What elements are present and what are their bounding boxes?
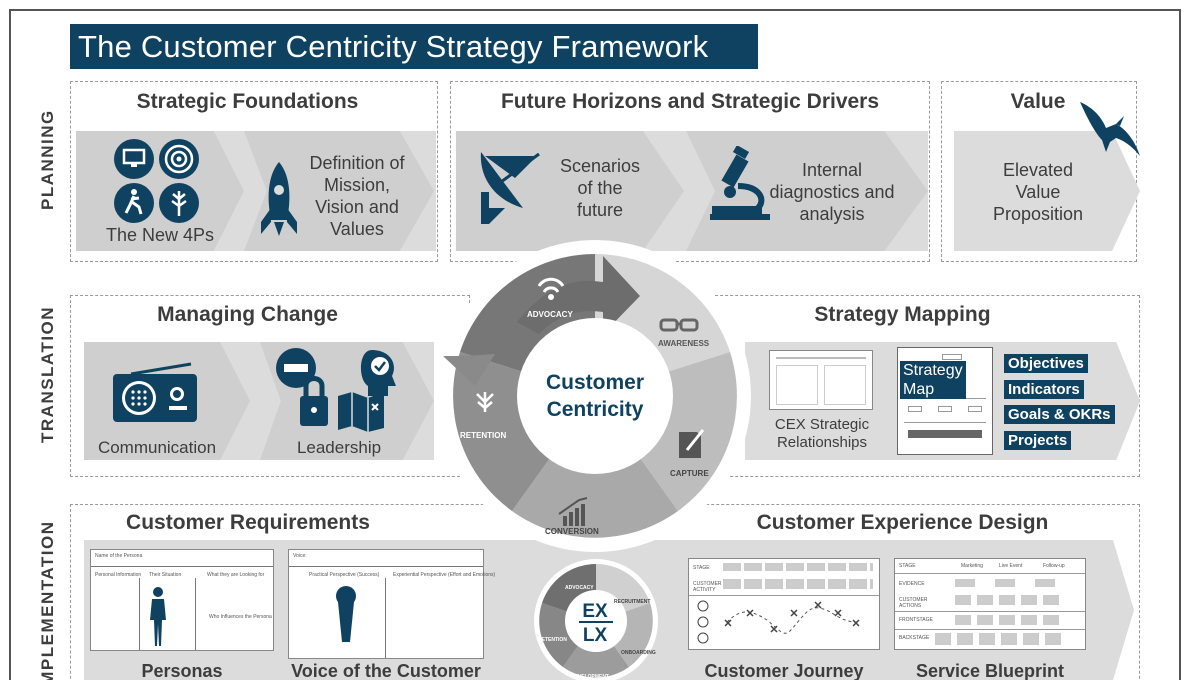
mission-label: Definition of Mission, Vision and Values	[309, 153, 405, 239]
customer-journey-label: Customer Journey	[704, 661, 864, 680]
microscope-icon	[710, 146, 770, 220]
new-4ps-arrow	[76, 131, 244, 251]
voice-of-customer-label: Voice of the Customer	[291, 661, 481, 680]
goals-okrs-tag: Goals & OKRs	[1004, 405, 1115, 424]
indicators-tag: Indicators	[1004, 380, 1084, 399]
strategy-mapping-title: Strategy Mapping	[814, 303, 991, 326]
new-4ps-label: The New 4Ps	[105, 225, 215, 245]
diagnostics-label: Internal diagnostics and analysis	[769, 160, 895, 224]
objectives-tag: Objectives	[1004, 354, 1088, 373]
leadership-icon	[276, 348, 396, 432]
page-title: The Customer Centricity Strategy Framewo…	[70, 24, 758, 69]
customer-centricity-wheel	[439, 240, 751, 552]
mini-wheel-onboarding: ONBOARDING	[621, 650, 656, 656]
projects-tag: Projects	[1004, 431, 1072, 450]
voice-doc: Voice: Practical Perspective (Success) E…	[288, 549, 495, 659]
value-title: Value	[1010, 90, 1066, 113]
microphone-icon	[336, 586, 356, 642]
cx-design-title: Customer Experience Design	[756, 511, 1049, 534]
persona-doc: Name of the Persona Personal Information…	[90, 549, 274, 651]
rocket-icon	[261, 162, 297, 236]
wheel-stage-conversion: CONVERSION	[545, 527, 599, 536]
future-horizons-title: Future Horizons and Strategic Drivers	[500, 90, 880, 113]
service-blueprint-doc: STAGE Marketing Live Event Follow-up EVI…	[894, 558, 1086, 650]
managing-change-title: Managing Change	[157, 303, 338, 326]
wheel-center-label: Customer Centricity	[545, 371, 645, 421]
mini-wheel-recruitment: RECRUITMENT	[614, 599, 651, 605]
wheel-stage-awareness: AWARENESS	[658, 339, 710, 348]
scenarios-arrow	[456, 131, 684, 251]
framework-frame	[9, 9, 1181, 680]
wheel-stage-advocacy: ADVOCACY	[527, 310, 573, 319]
value-proposition-label: Elevated Value Proposition	[992, 160, 1084, 224]
persona-figure-icon	[150, 587, 166, 646]
value-band	[954, 131, 1140, 251]
four-ps-icon	[114, 139, 199, 223]
journey-curve-icon	[697, 600, 860, 644]
mini-wheel-lx-label: LX	[582, 625, 608, 646]
customer-journey-doc: STAGE CUSTOMER ACTIVITY	[688, 558, 880, 650]
communication-label: Communication	[97, 438, 217, 457]
radio-icon	[113, 362, 197, 422]
eagle-icon	[1080, 102, 1140, 156]
cex-relationships-doc	[769, 350, 873, 410]
wheel-stage-retention: RETENTION	[460, 431, 507, 440]
cex-relationships-label: CEX Strategic Relationships	[774, 416, 870, 451]
strategy-map-label: Strategy Map	[900, 361, 966, 399]
ex-lx-mini-wheel	[534, 559, 658, 680]
scenarios-label: Scenarios of the future	[559, 156, 641, 220]
mini-wheel-ex-label: EX	[582, 601, 608, 622]
strategic-foundations-title: Strategic Foundations	[136, 90, 359, 113]
mini-wheel-advocacy: ADVOCACY	[565, 585, 594, 591]
section-label-translation: TRANSLATION	[38, 305, 57, 443]
mini-wheel-development: DEVELOPMENT	[571, 674, 610, 680]
personas-label: Personas	[141, 661, 223, 680]
satellite-dish-icon	[480, 152, 540, 224]
leadership-label: Leadership	[296, 438, 382, 457]
mini-wheel-retention: RETENTION	[538, 637, 567, 643]
service-blueprint-label: Service Blueprint	[915, 661, 1065, 680]
section-label-implementation: IMPLEMENTATION	[38, 520, 57, 680]
wheel-stage-capture: CAPTURE	[670, 469, 709, 478]
customer-requirements-title: Customer Requirements	[126, 511, 370, 534]
section-label-planning: PLANNING	[38, 109, 57, 210]
